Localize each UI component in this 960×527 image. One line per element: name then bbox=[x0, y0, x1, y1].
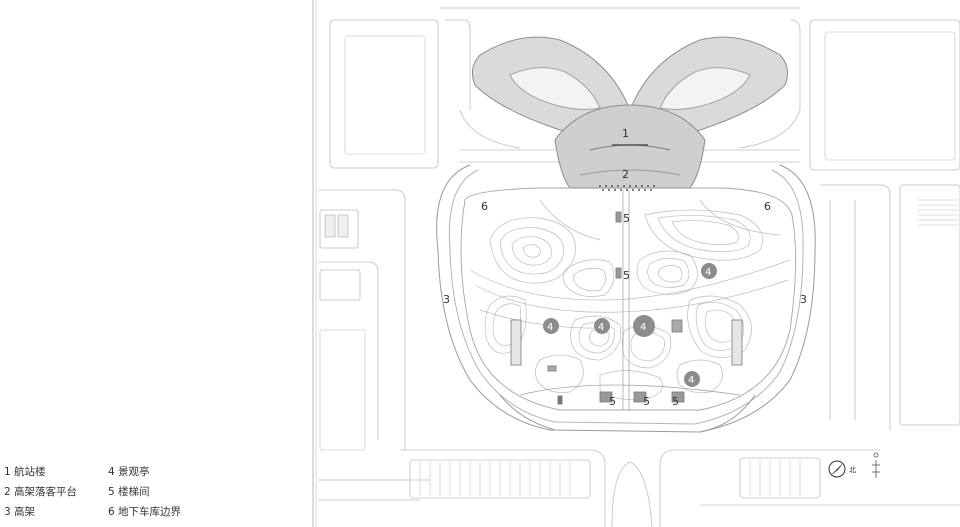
callout-stair-middle: 5 bbox=[623, 269, 630, 282]
roof-right-void bbox=[659, 67, 751, 110]
right-blocks bbox=[809, 19, 960, 430]
pavilion-disc bbox=[594, 318, 610, 334]
bottom-roads bbox=[400, 449, 960, 527]
callout-garage-right: 6 bbox=[764, 200, 771, 213]
viaduct-loop bbox=[436, 164, 816, 433]
pavilion-disc bbox=[633, 315, 655, 337]
legend-item-terminal: 1 航站楼 bbox=[4, 466, 46, 478]
callout-pavilion-d: 4 bbox=[705, 267, 711, 278]
callout-stair-upper: 5 bbox=[623, 212, 630, 225]
callout-platform: 2 bbox=[622, 168, 629, 181]
callout-pavilion-c: 4 bbox=[640, 322, 646, 333]
roof-left-void bbox=[509, 67, 601, 110]
legend-item-stairwell: 5 楼梯间 bbox=[108, 486, 150, 498]
north-arrow: 北 bbox=[828, 460, 856, 478]
structures bbox=[510, 211, 743, 405]
scale-bar bbox=[872, 452, 880, 478]
pavilion-disc bbox=[543, 318, 559, 334]
plaza bbox=[460, 187, 797, 411]
contours bbox=[469, 199, 791, 401]
legend-item-garage: 6 地下车库边界 bbox=[108, 506, 182, 518]
callouts: 1 2 3 3 6 6 5 5 5 5 5 4 4 4 4 4 bbox=[443, 127, 807, 408]
central-axis bbox=[519, 190, 741, 410]
legend-item-platform: 2 高架落客平台 bbox=[4, 486, 78, 498]
left-blocks bbox=[318, 19, 439, 501]
pavilion-disc bbox=[684, 371, 700, 387]
callout-stair-bottom-center: 5 bbox=[643, 395, 650, 408]
callout-garage-left: 6 bbox=[481, 200, 488, 213]
callout-pavilion-a: 4 bbox=[547, 322, 553, 333]
site-frame bbox=[312, 0, 317, 527]
legend-item-pavilion: 4 景观亭 bbox=[108, 466, 150, 478]
callout-stair-bottom-left: 5 bbox=[609, 395, 616, 408]
callout-pavilion-b: 4 bbox=[598, 322, 604, 333]
roof-center bbox=[554, 104, 706, 189]
legend-item-viaduct: 3 高架 bbox=[4, 506, 36, 518]
callout-pavilion-e: 4 bbox=[688, 375, 694, 386]
pavilions bbox=[543, 263, 717, 387]
callout-viaduct-left: 3 bbox=[443, 293, 450, 306]
pavilion-disc bbox=[701, 263, 717, 279]
callout-stair-bottom-right: 5 bbox=[672, 395, 679, 408]
callout-terminal: 1 bbox=[622, 127, 629, 140]
legend: 1 航站楼 2 高架落客平台 3 高架 4 景观亭 5 楼梯间 6 地下车库边界 bbox=[4, 464, 234, 524]
callout-viaduct-right: 3 bbox=[800, 293, 807, 306]
terminal-roof bbox=[471, 36, 789, 189]
platform-pattern bbox=[599, 185, 655, 191]
north-label: 北 bbox=[849, 466, 856, 474]
